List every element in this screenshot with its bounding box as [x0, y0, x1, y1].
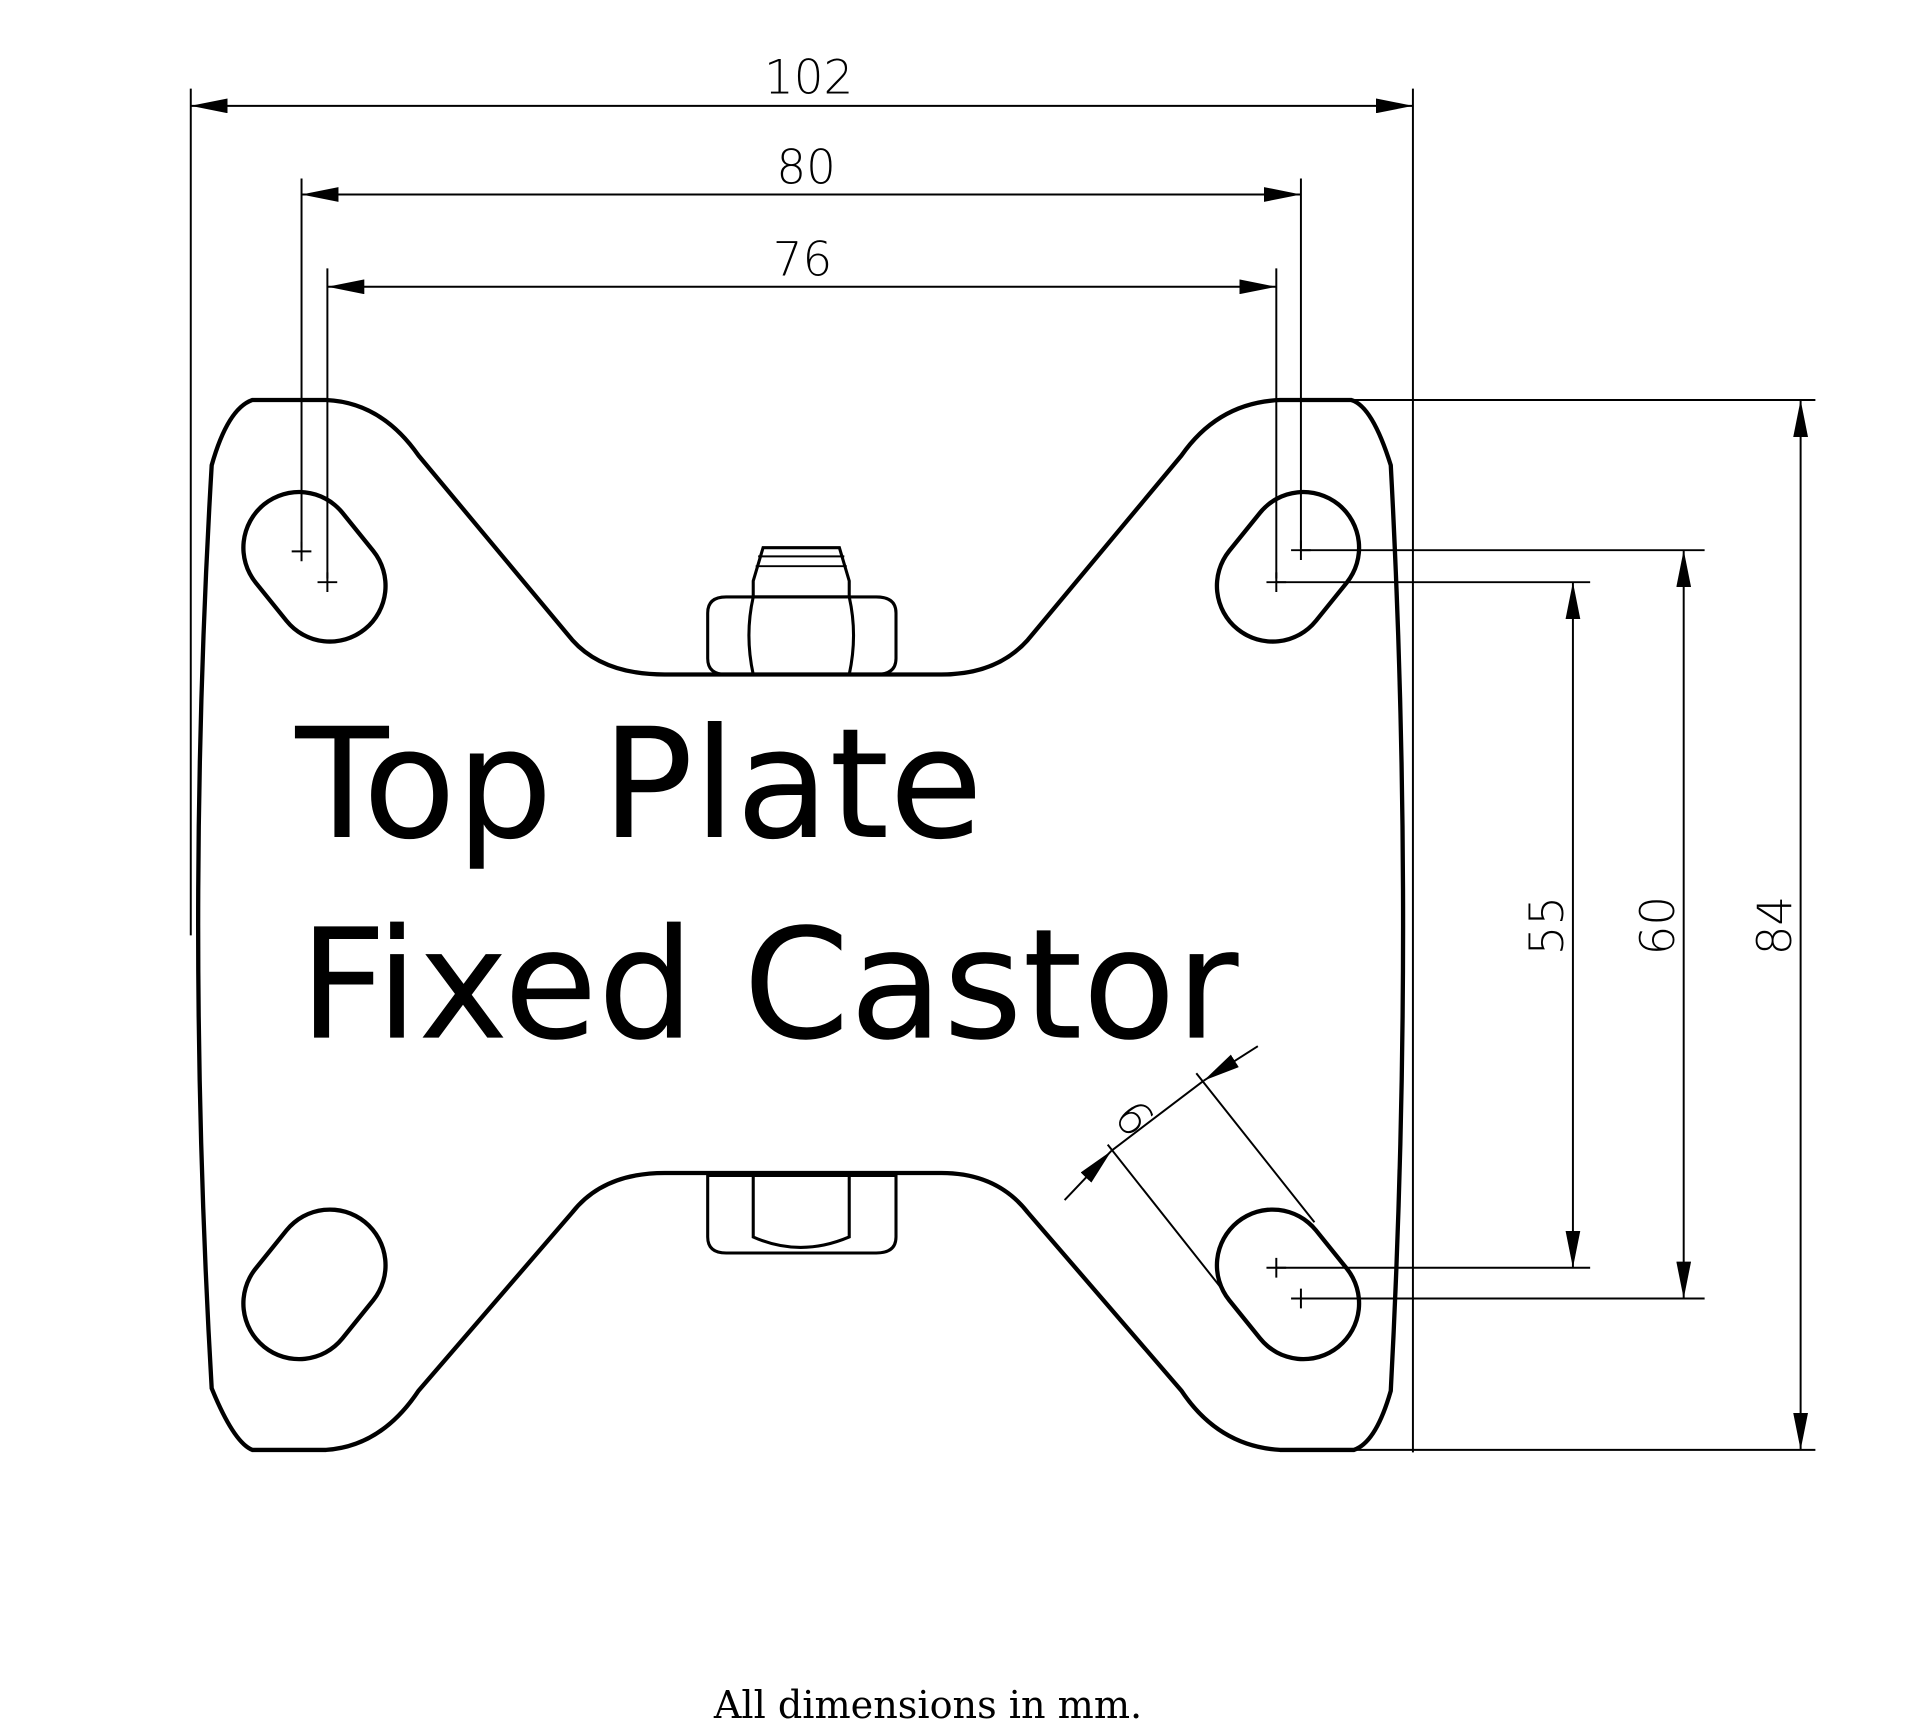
dim-label-80: 80 [776, 141, 836, 195]
dim-label-60: 60 [1632, 896, 1686, 956]
title-line-1: Top Plate [294, 695, 983, 873]
slot-bottom-left [241, 1207, 388, 1362]
dim-label-102: 102 [764, 52, 853, 106]
extension-lines [189, 88, 1816, 1453]
dim-label-76: 76 [773, 234, 833, 288]
dim-label-55: 55 [1521, 896, 1575, 956]
dim-label-84: 84 [1749, 896, 1803, 956]
slot-bottom-right [1214, 1207, 1362, 1362]
dimension-lines [190, 98, 1809, 1450]
dim-label-9: 9 [1106, 1089, 1167, 1146]
top-nut [706, 546, 898, 677]
mounting-slots [241, 489, 1362, 1362]
slot-top-right [1214, 489, 1362, 644]
title-line-2: Fixed Castor [299, 896, 1239, 1074]
footer-note: All dimensions in mm. [713, 1683, 1142, 1727]
plate-outline [196, 397, 1406, 1453]
bottom-nut [706, 1173, 898, 1255]
slot-top-left [241, 489, 388, 644]
